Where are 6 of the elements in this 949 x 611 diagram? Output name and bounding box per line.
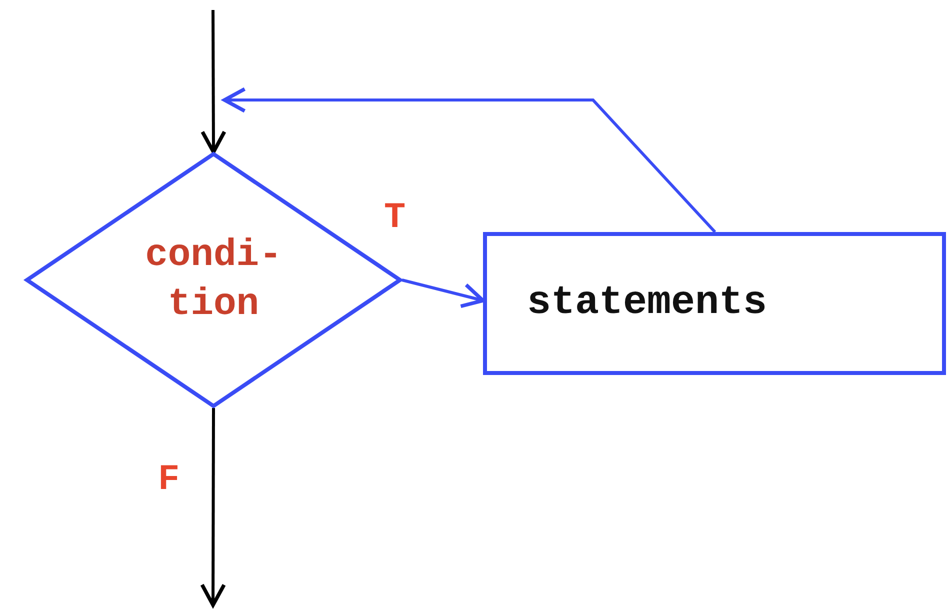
arrow (222, 87, 716, 234)
arrow (200, 10, 226, 154)
process-box: statements (483, 232, 946, 375)
arrow (200, 408, 226, 607)
arrow (402, 278, 485, 308)
condition-text: condi- tion (144, 232, 283, 328)
